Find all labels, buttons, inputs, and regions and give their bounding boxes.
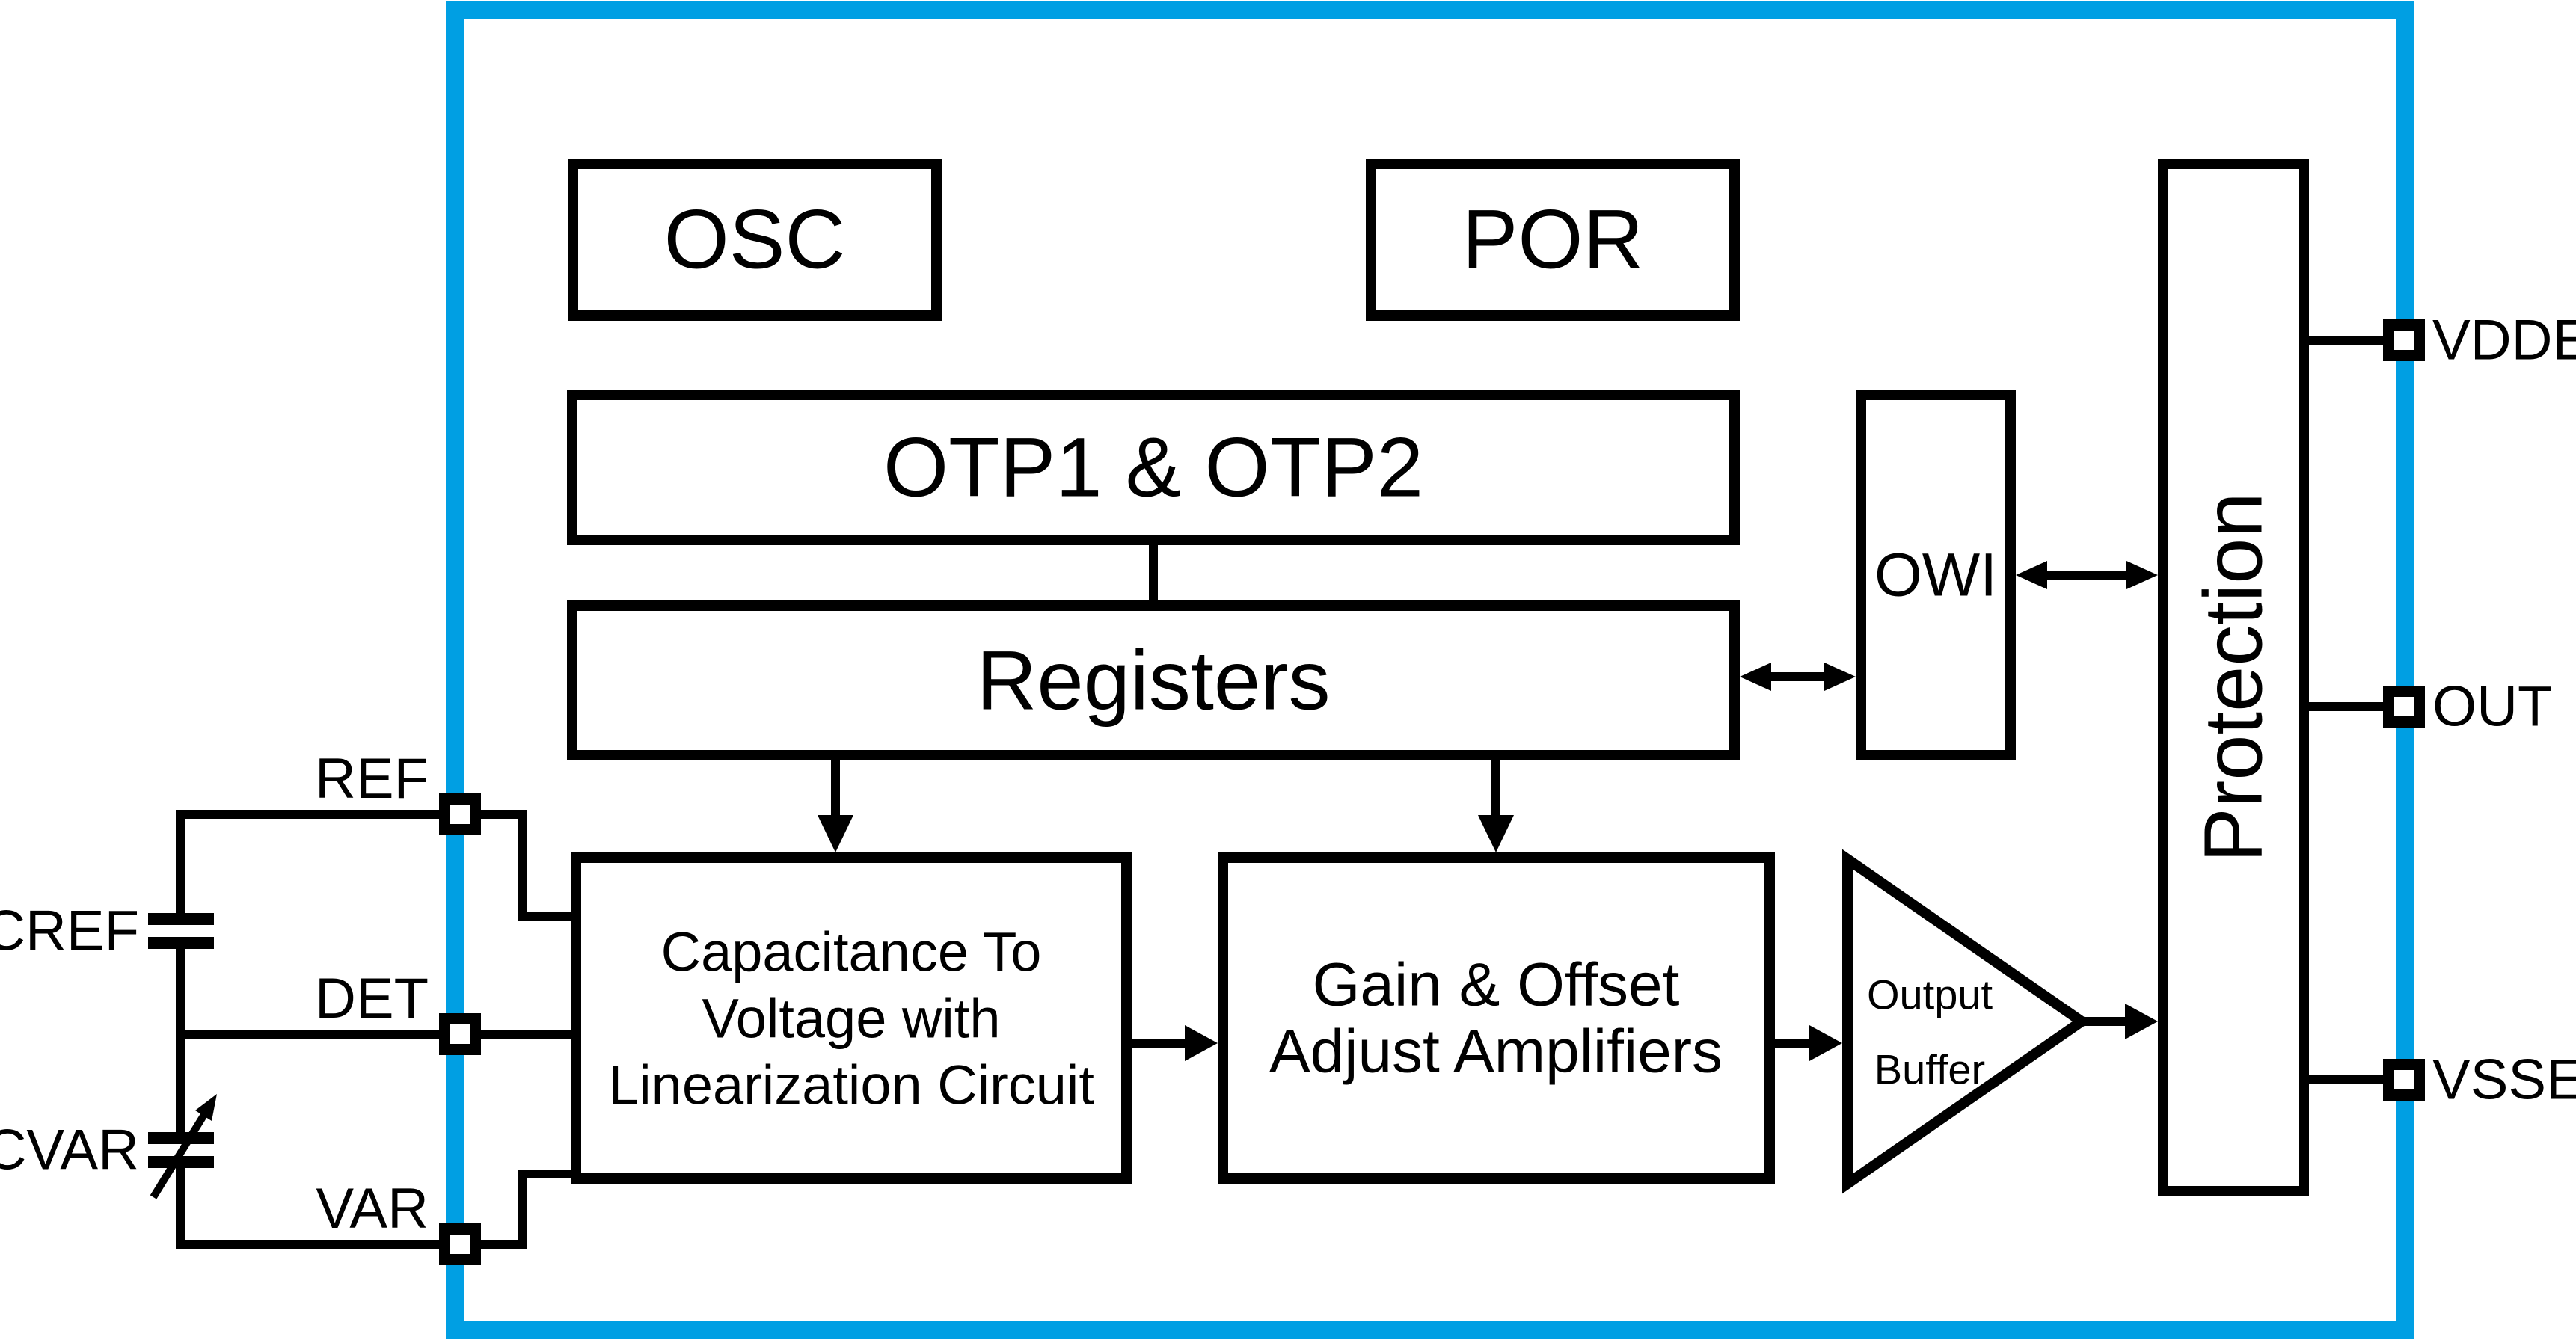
protection-block [2158,159,2309,1196]
cref-top-plate [148,913,214,925]
arrow-gain-to-buffer [1775,1025,1842,1061]
cvar-capacitor [148,1094,217,1199]
pin-ref-label: REF [315,747,429,811]
owi-label: OWI [1874,541,1997,609]
owi-block [1856,390,2016,760]
protection-label: Protection [2188,492,2280,862]
cvar-variable-arrow-shaft [150,1111,209,1199]
gain-offset-label-line1: Gain & Offset [1313,951,1680,1019]
cvar-label: CVAR [0,1119,139,1182]
por-label: POR [1462,193,1644,286]
arrow-buffer-to-protection [2082,1004,2158,1039]
arrow-registers-to-gain [1478,760,1514,852]
chip-boundary [446,1,2414,1339]
pin-vsse [2383,1059,2425,1101]
output-buffer-label-line2: Buffer [1874,1046,1985,1093]
pin-det [439,1013,481,1055]
pin-out-label: OUT [2432,675,2552,739]
wire-var-internal [481,1170,571,1249]
cap-to-voltage-label-line2: Voltage with [702,988,1000,1050]
cap-to-voltage-label-line3: Linearization Circuit [608,1054,1094,1116]
output-buffer-triangle [1842,849,2091,1194]
arrow-owi-protection-bidirectional [2016,561,2158,589]
cap-to-voltage-label-line1: Capacitance To [661,921,1042,983]
gain-offset-block [1218,852,1775,1184]
cvar-top-plate [148,1132,214,1144]
wire-var-external [176,1168,439,1249]
cvar-bottom-plate [148,1156,214,1168]
por-block [1366,159,1740,321]
arrow-registers-to-cap [818,760,853,852]
pin-ref [439,793,481,835]
pin-var [439,1223,481,1265]
osc-label: OSC [664,193,846,286]
pin-out [2383,686,2425,728]
registers-label: Registers [976,634,1330,728]
arrow-cap-to-gain [1132,1025,1218,1061]
arrow-registers-owi-bidirectional [1740,663,1856,691]
gain-offset-label-line2: Adjust Amplifiers [1269,1018,1723,1086]
cref-bottom-plate [148,937,214,949]
pin-var-label: VAR [316,1177,429,1241]
wire-ref-external [176,810,439,913]
cref-label: CREF [0,900,139,963]
pin-det-label: DET [315,967,429,1030]
osc-block [568,159,942,321]
otp-block [567,390,1740,545]
cref-capacitor [148,913,214,949]
pin-vsse-label: VSSE [2432,1048,2576,1112]
pin-vdde-label: VDDE [2432,309,2576,372]
output-buffer-label-line1: Output [1867,971,1993,1018]
cap-to-voltage-block [571,852,1132,1184]
otp-label: OTP1 & OTP2 [883,421,1423,514]
registers-block [567,600,1740,760]
wire-ref-internal [481,810,571,921]
pin-vdde [2383,319,2425,361]
cvar-variable-arrow-head [195,1094,217,1121]
